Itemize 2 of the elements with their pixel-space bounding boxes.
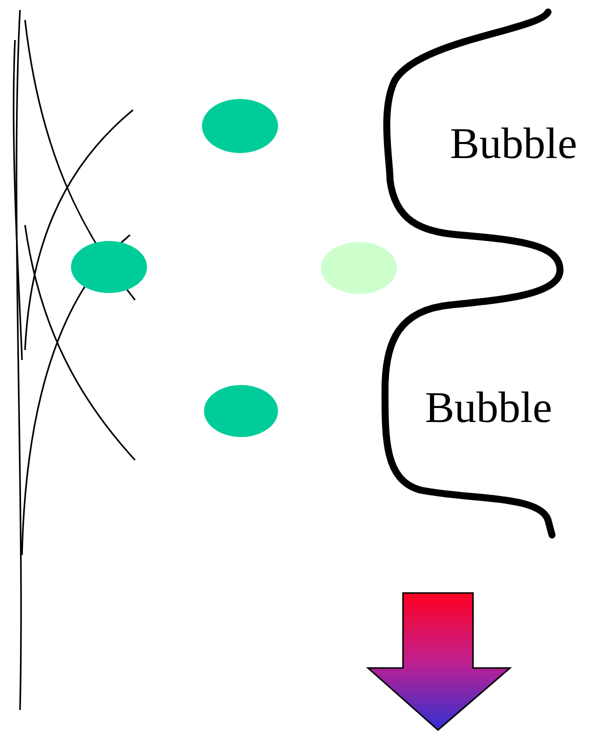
bubble-label: Bubble	[425, 386, 552, 430]
bubble-label: Bubble	[450, 122, 578, 166]
